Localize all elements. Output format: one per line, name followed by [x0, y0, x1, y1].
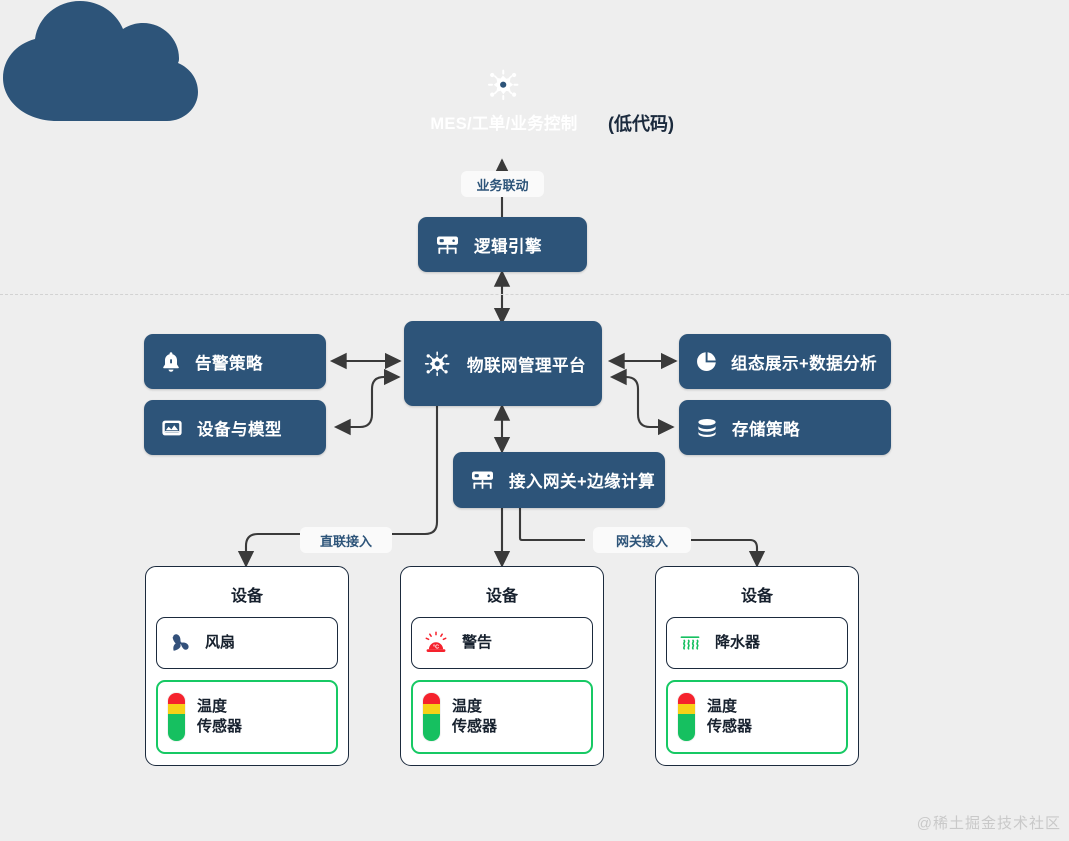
temp-line1: 温度: [452, 697, 483, 715]
device-item-label: 温度 传感器: [197, 697, 242, 738]
device-model-icon: [160, 416, 184, 440]
fan-icon: [167, 630, 193, 656]
temperature-gauge-icon: [168, 693, 185, 741]
device-item-label: 风扇: [205, 633, 236, 651]
alarm-policy-node[interactable]: 告警策略: [144, 334, 326, 389]
cloud-shape-icon: [3, 1, 198, 121]
device-item-temperature-sensor[interactable]: 温度 传感器: [666, 680, 848, 754]
device-card[interactable]: 设备 风扇 温度 传感器: [145, 566, 349, 766]
device-item-label: 温度 传感器: [452, 697, 497, 738]
storage-policy-node[interactable]: 存储策略: [679, 400, 891, 455]
temp-line1: 温度: [197, 697, 228, 715]
edge-label-direct-access: 直联接入: [300, 527, 392, 553]
device-card-title: 设备: [740, 588, 773, 605]
device-item-fan[interactable]: 风扇: [156, 617, 338, 669]
device-item-label: 警告: [462, 633, 493, 651]
pie-chart-icon: [695, 350, 718, 373]
edge-label-gateway-access: 网关接入: [593, 527, 691, 553]
device-item-sprinkler[interactable]: 降水器: [666, 617, 848, 669]
device-item-alarm[interactable]: °C 警告: [411, 617, 593, 669]
device-item-label: 温度 传感器: [707, 697, 752, 738]
access-gateway-label: 接入网关+边缘计算: [509, 473, 656, 491]
device-card[interactable]: 设备 °C 警告 温度 传感器: [400, 566, 604, 766]
scada-analytics-node[interactable]: 组态展示+数据分析: [679, 334, 891, 389]
sprinkler-icon: [677, 630, 703, 656]
device-item-label: 降水器: [715, 633, 761, 651]
temperature-gauge-icon: [678, 693, 695, 741]
alarm-siren-icon: °C: [422, 630, 450, 656]
access-gateway-node[interactable]: 接入网关+边缘计算: [453, 452, 665, 508]
iot-platform-node[interactable]: 物联网管理平台: [404, 321, 602, 406]
temp-line1: 温度: [707, 697, 738, 715]
alarm-policy-label: 告警策略: [195, 354, 263, 373]
temp-line2: 传感器: [452, 718, 498, 735]
iot-chip-icon: [420, 347, 454, 381]
temperature-gauge-icon: [423, 693, 440, 741]
temp-line2: 传感器: [707, 718, 753, 735]
cloud-mes-node[interactable]: [0, 0, 200, 122]
gateway-device-icon: [434, 233, 461, 257]
gateway-device-icon: [469, 468, 496, 492]
device-item-temperature-sensor[interactable]: 温度 传感器: [411, 680, 593, 754]
logic-engine-node[interactable]: 逻辑引擎: [418, 217, 587, 272]
edge-label-business-link: 业务联动: [461, 171, 544, 197]
device-item-temperature-sensor[interactable]: 温度 传感器: [156, 680, 338, 754]
scada-analytics-label: 组态展示+数据分析: [731, 354, 878, 373]
device-card[interactable]: 设备 降水器 温度 传感器: [655, 566, 859, 766]
logic-engine-label: 逻辑引擎: [474, 237, 542, 256]
device-card-title: 设备: [230, 588, 263, 605]
layer-divider: [0, 294, 1069, 295]
lowcode-note: (低代码): [608, 114, 674, 134]
device-model-node[interactable]: 设备与模型: [144, 400, 326, 455]
device-model-label: 设备与模型: [197, 420, 282, 439]
svg-text:°C: °C: [433, 644, 439, 650]
storage-policy-label: 存储策略: [732, 420, 800, 439]
device-card-title: 设备: [485, 588, 518, 605]
database-icon: [695, 417, 719, 439]
bell-icon: [160, 350, 182, 374]
iot-platform-label: 物联网管理平台: [467, 356, 586, 375]
watermark: @稀土掘金技术社区: [916, 815, 1061, 832]
cloud-label: MES/工单/业务控制: [430, 115, 578, 133]
temp-line2: 传感器: [197, 718, 243, 735]
iot-chip-icon: [482, 64, 524, 106]
